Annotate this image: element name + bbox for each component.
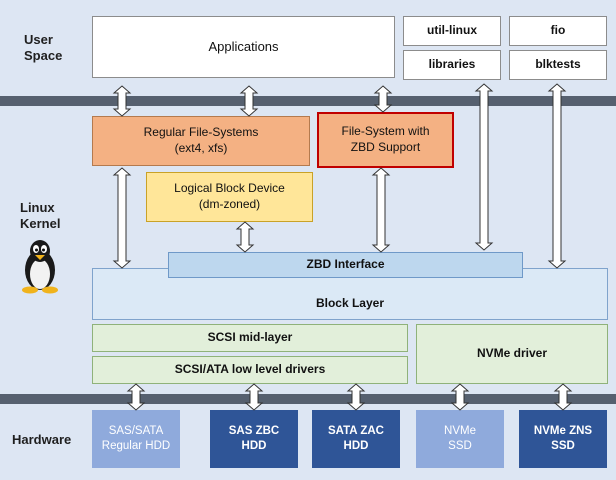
sata-zac-hdd-box: SATA ZAC HDD <box>312 410 400 468</box>
nvme-ssd-label: NVMe SSD <box>444 425 476 452</box>
linux-kernel-label: Linux Kernel <box>20 200 61 232</box>
logical-block-device-box: Logical Block Device (dm-zoned) <box>146 172 313 222</box>
block-layer-label: Block Layer <box>315 296 385 311</box>
regular-file-systems-box: Regular File-Systems (ext4, xfs) <box>92 116 310 166</box>
applications-label: Applications <box>208 38 279 54</box>
util-linux-label: util-linux <box>427 23 477 38</box>
applications-box: Applications <box>92 16 395 78</box>
kernel-hardware-separator <box>0 394 616 404</box>
arrow-zbd-fs-to-zbd-interface <box>371 167 391 253</box>
arrow-drivers-to-sas-zbc-hdd <box>244 383 264 411</box>
arrow-drivers-to-sata-zac-hdd <box>346 383 366 411</box>
hardware-label: Hardware <box>12 432 72 447</box>
util-linux-box: util-linux <box>403 16 501 46</box>
nvme-driver-box: NVMe driver <box>416 324 608 384</box>
nvme-driver-label: NVMe driver <box>476 346 548 361</box>
sas-zbc-hdd-box: SAS ZBC HDD <box>210 410 298 468</box>
zbd-interface-label: ZBD Interface <box>306 257 385 272</box>
arrow-nvme-to-nvme-zns-ssd <box>553 383 573 411</box>
nvme-zns-ssd-box: NVMe ZNS SSD <box>519 410 607 468</box>
fio-label: fio <box>550 23 566 38</box>
sas-sata-regular-hdd-label: SAS/SATA Regular HDD <box>101 425 171 452</box>
scsi-mid-layer-label: SCSI mid-layer <box>207 330 293 345</box>
scsi-ata-drivers-label: SCSI/ATA low level drivers <box>174 362 326 377</box>
logical-block-device-label: Logical Block Device (dm-zoned) <box>174 181 285 211</box>
nvme-zns-ssd-label: NVMe ZNS SSD <box>533 425 593 452</box>
sas-zbc-hdd-label: SAS ZBC HDD <box>228 425 280 452</box>
scsi-mid-layer-box: SCSI mid-layer <box>92 324 408 352</box>
arrow-libraries-to-zbd-interface <box>474 83 494 251</box>
libraries-label: libraries <box>428 57 476 72</box>
zbd-file-system-label: File-System with ZBD Support <box>341 124 430 154</box>
arrow-apps-to-logical-fs <box>239 85 259 117</box>
tux-penguin-icon <box>22 240 58 294</box>
arrow-nvme-to-nvme-ssd <box>450 383 470 411</box>
user-kernel-separator <box>0 96 616 106</box>
sata-zac-hdd-label: SATA ZAC HDD <box>327 425 384 452</box>
nvme-ssd-box: NVMe SSD <box>416 410 504 468</box>
arrow-logical-device-to-zbd-interface <box>235 221 255 253</box>
fio-box: fio <box>509 16 607 46</box>
user-space-label: User Space <box>24 32 63 64</box>
zbd-interface-box: ZBD Interface <box>168 252 523 278</box>
regular-file-systems-label: Regular File-Systems (ext4, xfs) <box>143 125 259 155</box>
arrow-blktests-to-block-layer <box>547 83 567 269</box>
sas-sata-regular-hdd-box: SAS/SATA Regular HDD <box>92 410 180 468</box>
arrow-drivers-to-sas-sata-hdd <box>126 383 146 411</box>
blktests-label: blktests <box>535 57 581 72</box>
arrow-apps-to-zbd-fs <box>373 85 393 113</box>
zbd-file-system-box: File-System with ZBD Support <box>317 112 454 168</box>
arrow-regular-fs-to-block-layer <box>112 167 132 269</box>
libraries-box: libraries <box>403 50 501 80</box>
scsi-ata-drivers-box: SCSI/ATA low level drivers <box>92 356 408 384</box>
arrow-apps-to-regular-fs <box>112 85 132 117</box>
blktests-box: blktests <box>509 50 607 80</box>
